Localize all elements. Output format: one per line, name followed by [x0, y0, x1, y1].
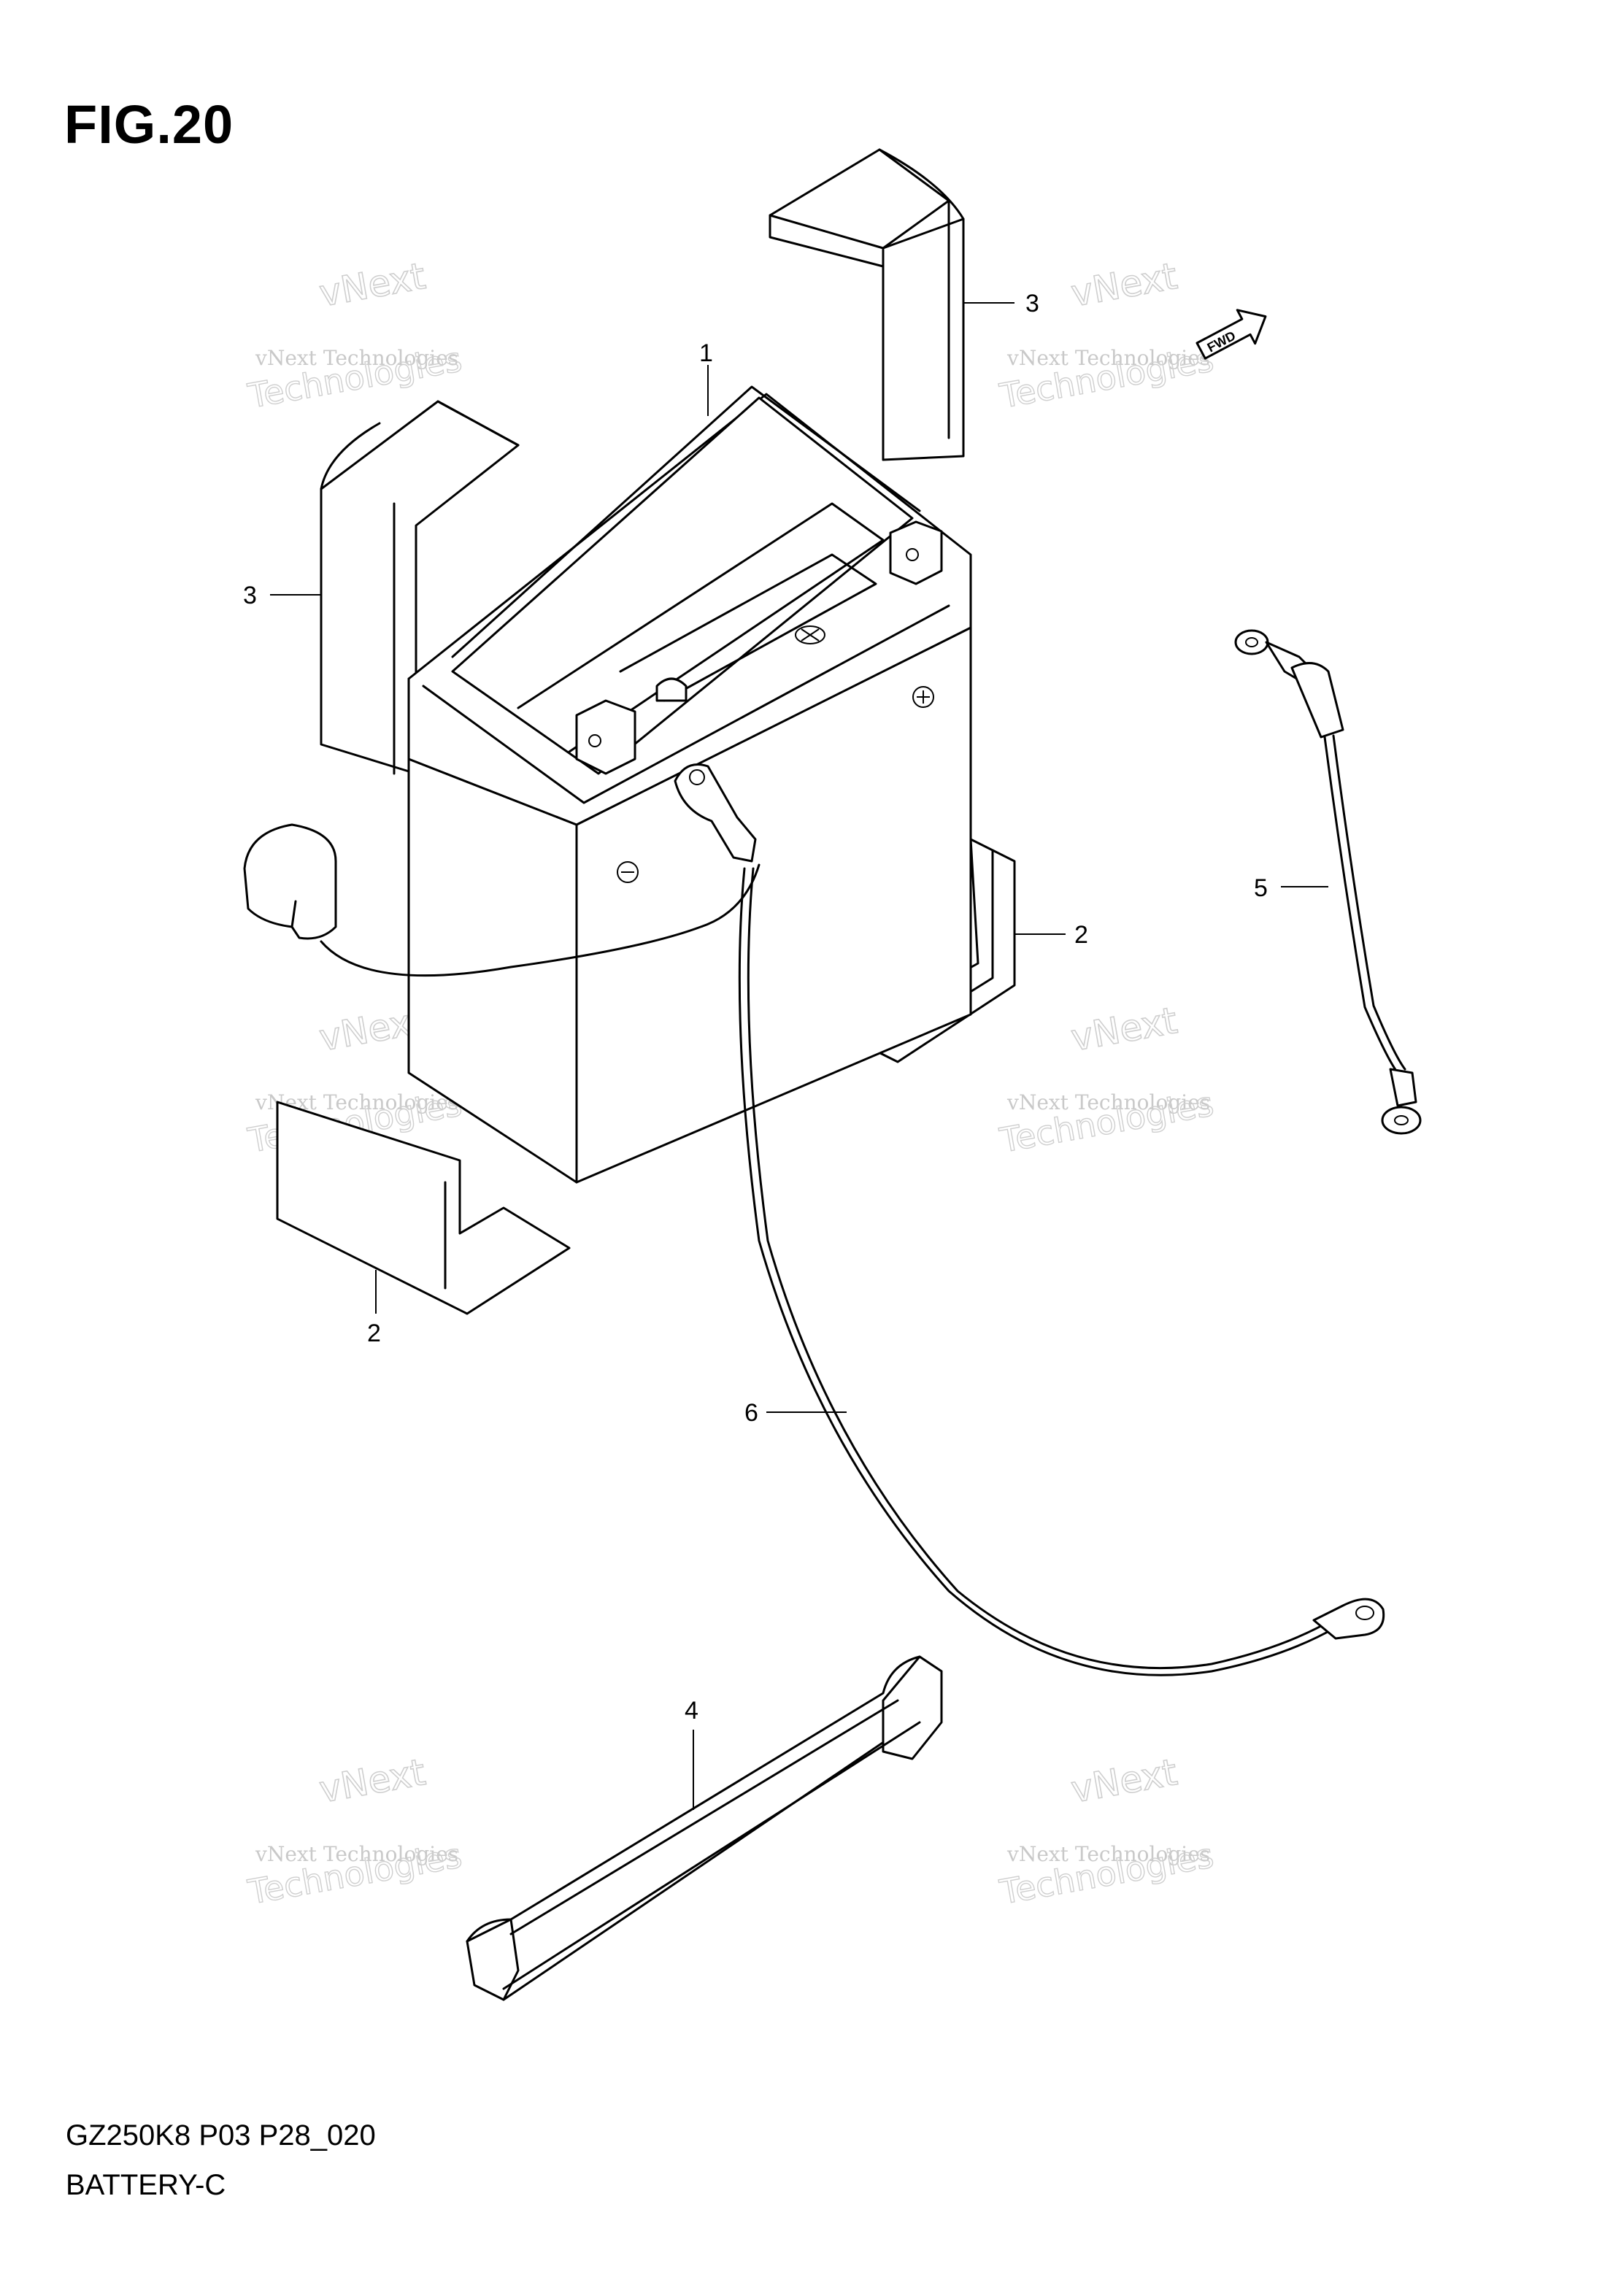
battery-vent-screw: [795, 625, 825, 644]
battery-vent-cap: [243, 823, 761, 977]
svg-text:vNext Technologies: vNext Technologies: [1006, 1090, 1210, 1114]
battery-terminal-positive: [889, 520, 943, 585]
svg-text:vNext: vNext: [1068, 255, 1180, 315]
watermark-mid-right: vNext vNext Technologies Technologies: [996, 998, 1217, 1160]
battery-spacer-top-right: [769, 148, 965, 461]
watermark-bottom-right: vNext vNext Technologies Technologies: [996, 1750, 1217, 1912]
negative-battery-cable: [674, 763, 1385, 1676]
model-code: GZ250K8 P03 P28_020: [66, 2119, 376, 2151]
svg-text:vNext Technologies: vNext Technologies: [1006, 346, 1210, 370]
svg-text:vNext Technologies: vNext Technologies: [1006, 1842, 1210, 1866]
figure-title: FIG.20: [64, 94, 234, 155]
battery-strap: [466, 1655, 943, 2001]
svg-text:vNext: vNext: [316, 255, 428, 315]
section-name: BATTERY-C: [66, 2169, 226, 2201]
watermark-top-left: vNext vNext Technologies Technologies: [245, 254, 466, 416]
callout-5: 5: [1254, 874, 1268, 902]
svg-text:vNext Technologies: vNext Technologies: [255, 1842, 458, 1866]
callout-2-right: 2: [1074, 921, 1088, 949]
fwd-arrow-icon: FWD: [1195, 309, 1267, 360]
positive-battery-cable: [1234, 629, 1422, 1135]
svg-text:vNext: vNext: [316, 1751, 428, 1811]
callout-3-right: 3: [1025, 290, 1039, 317]
svg-text:vNext: vNext: [1068, 999, 1180, 1059]
screw-icon: [617, 861, 639, 883]
callout-3-left: 3: [243, 582, 257, 609]
callout-leaders: [270, 302, 1328, 1810]
watermark-bottom-left: vNext vNext Technologies Technologies: [245, 1750, 466, 1912]
svg-text:vNext: vNext: [1068, 1751, 1180, 1811]
battery-plate-left: [276, 1101, 571, 1315]
svg-text:vNext Technologies: vNext Technologies: [255, 346, 458, 370]
callout-2-left: 2: [367, 1320, 381, 1347]
screw-icon: [912, 686, 934, 708]
callout-4: 4: [685, 1697, 698, 1725]
callout-1: 1: [699, 339, 713, 367]
watermark-top-right: vNext vNext Technologies Technologies: [996, 254, 1217, 416]
callout-6: 6: [744, 1399, 758, 1427]
battery-terminal-negative: [575, 699, 636, 775]
watermark-mid-left: vNext vNext Technologies Technologies: [245, 998, 466, 1160]
battery-body: [407, 385, 972, 1184]
